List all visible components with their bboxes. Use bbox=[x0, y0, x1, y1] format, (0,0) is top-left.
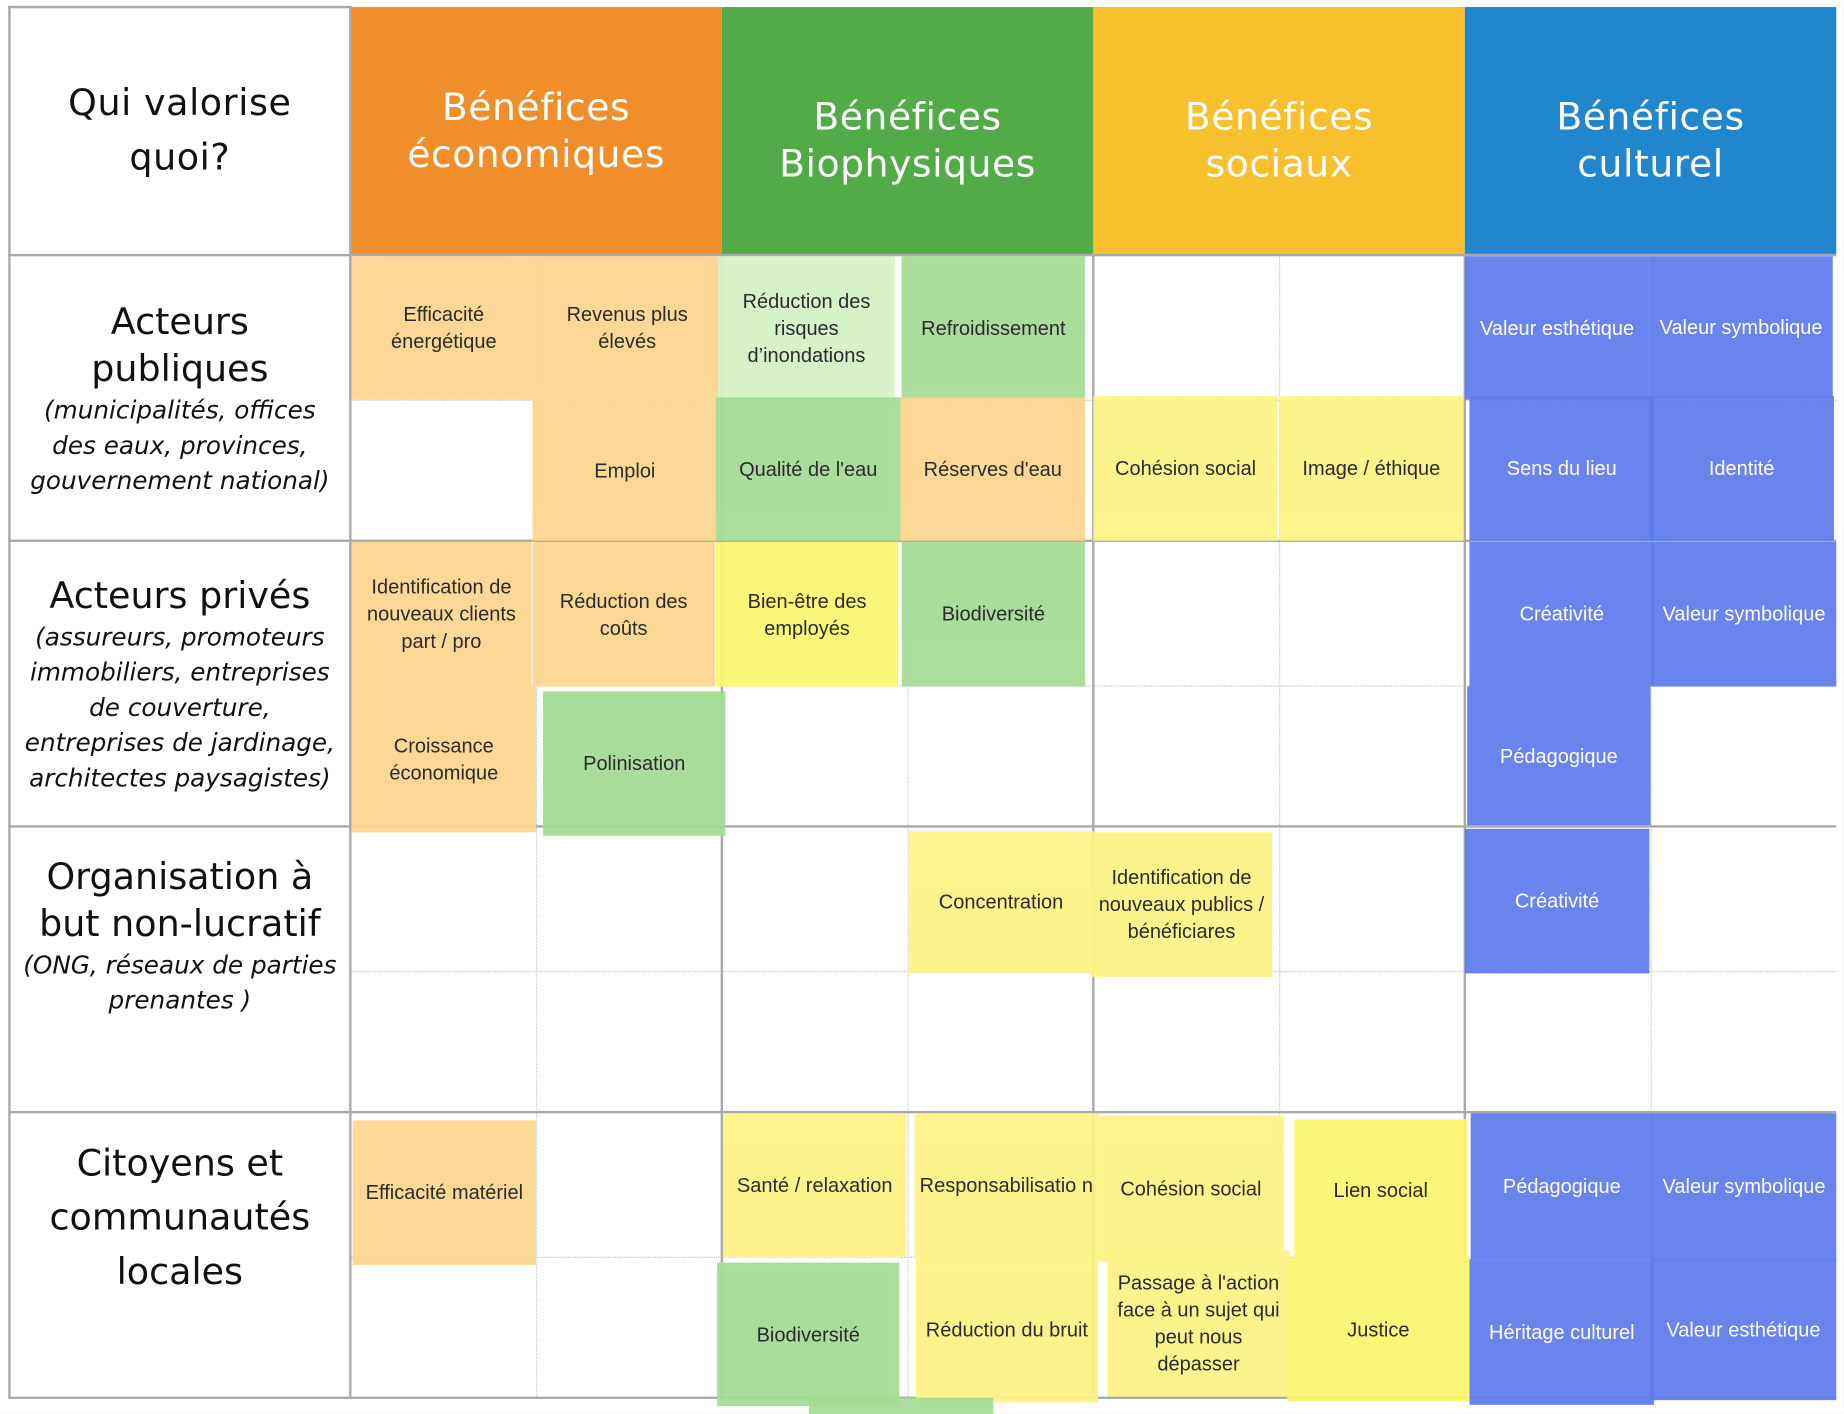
sticky-note: Réduction des risques d’inondations bbox=[718, 256, 895, 400]
header-biophysiques: Bénéfices Biophysiques bbox=[721, 7, 1094, 254]
sticky-note: Réserves d'eau bbox=[900, 397, 1086, 541]
sticky-note: Identification de nouveaux publics / bén… bbox=[1090, 832, 1272, 977]
header-culturel: Bénéfices culturel bbox=[1464, 7, 1837, 254]
sticky-note: Réduction des coûts bbox=[532, 541, 715, 687]
sticky-note: Concentration bbox=[908, 831, 1094, 974]
sticky-note: Pédagogique bbox=[1470, 1113, 1653, 1260]
sticky-note: Valeur esthétique bbox=[1464, 256, 1650, 400]
grid-subline bbox=[1279, 256, 1281, 1399]
grid-subline bbox=[1650, 256, 1652, 1399]
sticky-note: Créativité bbox=[1469, 541, 1655, 687]
row-label-acteurs-prives: Acteurs privés (assureurs, promoteurs im… bbox=[9, 542, 350, 826]
grid-subline bbox=[536, 256, 538, 1399]
sticky-note: Valeur symbolique bbox=[1651, 541, 1837, 687]
corner-title: Qui valorise quoi? bbox=[68, 82, 292, 179]
sticky-note: Revenus plus élevés bbox=[534, 256, 720, 400]
grid-line bbox=[8, 1110, 1837, 1114]
sticky-note: Lien social bbox=[1294, 1119, 1468, 1261]
row-title: Organisation à but non-lucratif bbox=[39, 855, 321, 946]
grid-line bbox=[8, 539, 1837, 542]
grid-line bbox=[8, 253, 1837, 257]
sticky-note: Passage à l'action face à un sujet qui p… bbox=[1107, 1250, 1290, 1397]
grid-line bbox=[8, 825, 1837, 828]
sticky-note-fragment bbox=[808, 1397, 994, 1414]
row-title: Acteurs publiques bbox=[91, 300, 269, 391]
row-label-organisation: Organisation à but non-lucratif (ONG, ré… bbox=[9, 828, 350, 1112]
sticky-note: Pédagogique bbox=[1467, 686, 1651, 826]
sticky-note: Identité bbox=[1649, 396, 1834, 541]
sticky-note: Identification de nouveaux clients part … bbox=[351, 541, 532, 687]
row-label-citoyens: Citoyens et communautés locales bbox=[9, 1113, 350, 1397]
grid-line bbox=[8, 5, 11, 1399]
sticky-note: Sens du lieu bbox=[1469, 396, 1655, 541]
sticky-note: Emploi bbox=[532, 399, 718, 541]
sticky-note: Valeur symbolique bbox=[1649, 256, 1833, 398]
header-sociaux: Bénéfices sociaux bbox=[1093, 7, 1465, 254]
sticky-note: Créativité bbox=[1464, 828, 1650, 974]
sticky-note: Croissance économique bbox=[351, 686, 537, 833]
row-label-acteurs-publiques: Acteurs publiques (municipalités, office… bbox=[9, 256, 350, 540]
sticky-note: Biodiversité bbox=[901, 541, 1086, 687]
sticky-note: Cohésion social bbox=[1093, 396, 1278, 541]
grid-line bbox=[8, 5, 352, 9]
sticky-note: Qualité de l'eau bbox=[715, 397, 901, 541]
sticky-note: Biodiversité bbox=[717, 1262, 900, 1407]
sticky-note: Valeur esthétique bbox=[1650, 1259, 1837, 1401]
sticky-note: Efficacité énergétique bbox=[351, 256, 537, 400]
row-title: Acteurs privés bbox=[49, 574, 311, 618]
sticky-note: Refroidissement bbox=[901, 256, 1086, 400]
sticky-note: Responsabilisatio n bbox=[914, 1113, 1099, 1258]
row-title: Citoyens et communautés locales bbox=[49, 1142, 311, 1294]
grid-subline bbox=[907, 256, 909, 1399]
row-subtitle: (municipalités, offices des eaux, provin… bbox=[30, 396, 330, 495]
grid-line bbox=[349, 5, 352, 1399]
row-subtitle: (ONG, réseaux de parties prenantes ) bbox=[23, 951, 337, 1015]
sticky-note: Bien-être des employés bbox=[715, 541, 899, 687]
sticky-note: Héritage culturel bbox=[1469, 1259, 1655, 1405]
sticky-note: Polinisation bbox=[543, 691, 726, 836]
row-subtitle: (assureurs, promoteurs immobiliers, entr… bbox=[24, 623, 335, 793]
sticky-note: Cohésion social bbox=[1098, 1115, 1284, 1262]
header-economiques: Bénéfices économiques bbox=[350, 7, 722, 254]
sticky-note: Efficacité matériel bbox=[352, 1120, 537, 1265]
sticky-note: Justice bbox=[1287, 1257, 1470, 1402]
sticky-note: Image / éthique bbox=[1279, 396, 1464, 541]
sticky-note: Réduction du bruit bbox=[915, 1256, 1099, 1403]
sticky-note: Valeur symbolique bbox=[1651, 1113, 1837, 1261]
sticky-note: Santé / relaxation bbox=[722, 1113, 907, 1257]
